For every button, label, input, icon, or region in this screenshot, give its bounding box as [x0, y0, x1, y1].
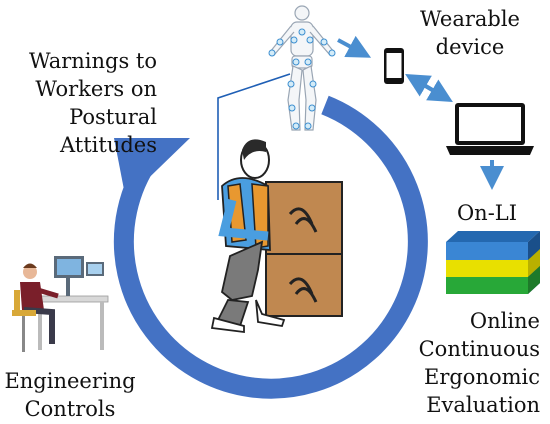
evaluation-line-4: Evaluation	[426, 393, 540, 417]
engineering-line-1: Engineering	[4, 369, 135, 393]
laptop-icon	[446, 103, 534, 155]
cycle-arrow	[113, 95, 428, 399]
smartphone-icon	[384, 48, 404, 84]
warnings-line-4: Attitudes	[59, 133, 157, 157]
label-wearable-device: Wearable device	[420, 7, 520, 59]
wearable-line-2: device	[436, 35, 505, 59]
evaluation-line-3: Ergonomic	[424, 365, 540, 389]
warnings-line-1: Warnings to	[29, 49, 157, 73]
evaluation-line-2: Continuous	[419, 337, 540, 361]
worker-lifting-boxes-icon	[210, 139, 343, 334]
label-warnings: Warnings to Workers on Postural Attitude…	[29, 49, 157, 157]
label-evaluation: Online Continuous Ergonomic Evaluation	[419, 309, 540, 417]
evaluation-line-1: Online	[470, 309, 540, 333]
sensor-connector-line	[217, 73, 291, 200]
label-engineering-controls: Engineering Controls	[4, 369, 135, 421]
warnings-line-3: Postural	[69, 105, 157, 129]
arrow-phone-laptop	[405, 73, 453, 103]
arrow-figure-to-phone	[337, 35, 372, 58]
layered-box-icon	[446, 231, 540, 294]
sensor-suit-figure-icon	[268, 5, 336, 131]
label-onli: On-LI	[457, 201, 517, 225]
worker-at-desk-icon	[12, 256, 109, 352]
warnings-line-2: Workers on	[35, 77, 157, 101]
engineering-line-2: Controls	[25, 397, 116, 421]
wearable-line-1: Wearable	[420, 7, 520, 31]
